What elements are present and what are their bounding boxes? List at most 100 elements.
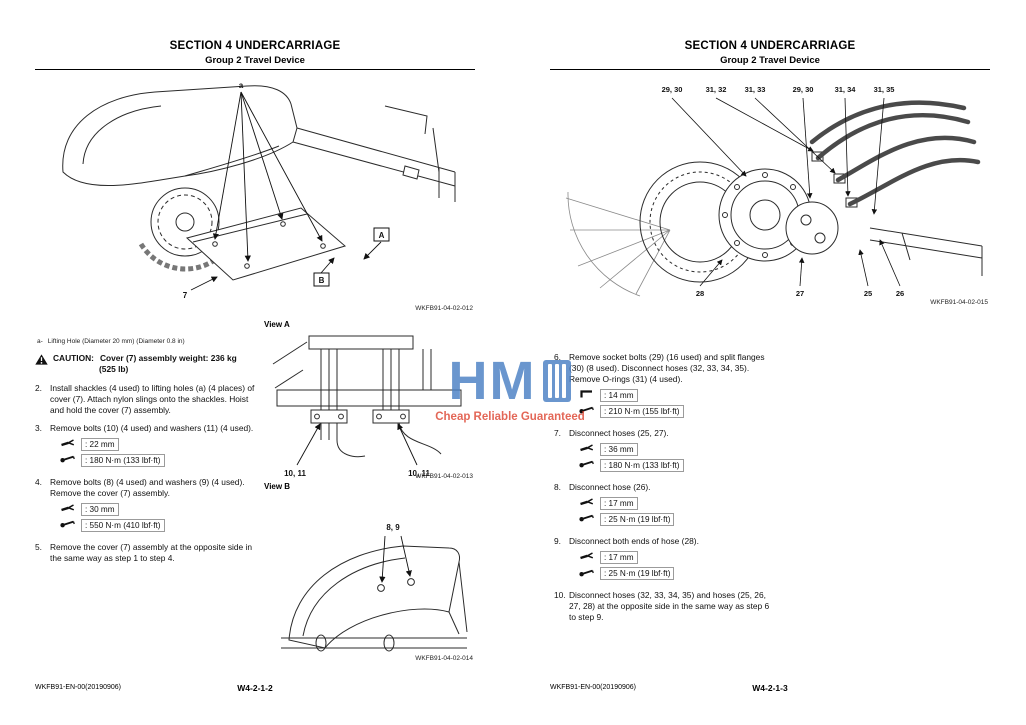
spec-line: : 14 mm [579,388,776,402]
open-end-wrench-icon [579,443,595,455]
figure-id: WKFB91-04-02-012 [415,305,473,312]
spec-value: : 36 mm [600,442,638,456]
step-10: 10. Disconnect hoses (32, 33, 34, 35) an… [554,590,776,623]
procedure-column: CAUTION: Cover (7) assembly weight: 236 k… [35,353,261,570]
figure-id: WKFB91-04-02-014 [415,655,473,662]
caution-note: CAUTION: Cover (7) assembly weight: 236 k… [35,353,261,375]
figure-id: WKFB91-04-02-015 [930,299,988,306]
step-number: 8. [554,481,561,492]
spec-value: : 210 N·m (155 lbf·ft) [600,404,684,418]
caution-line2: (525 lb) [99,363,129,374]
spec-line: : 22 mm [60,437,261,451]
callout-10-11-left: 10, 11 [284,469,306,478]
callout-view-b-marker: B [319,276,325,285]
callout-8-9: 8, 9 [386,523,400,532]
figure-id: WKFB91-04-02-013 [415,473,473,480]
step-text: Remove bolts (10) (4 used) and washers (… [50,422,254,433]
figure-view-b: 8, 9 WKFB91-04-02-014 [263,492,475,662]
caution-text: CAUTION: Cover (7) assembly weight: 236 k… [53,353,237,375]
page-footer: WKFB91-EN-00(20190906) W4-2-1-3 [550,683,990,693]
step-text: Remove the cover (7) assembly at the opp… [50,541,253,563]
callout-31-35: 31, 35 [874,85,895,94]
open-end-wrench-icon [579,497,595,509]
spec-line: : 180 N·m (133 lbf·ft) [579,458,776,472]
step-number: 4. [35,476,42,487]
spec-value: : 17 mm [600,550,638,564]
callout-28: 28 [696,289,704,298]
step-text: Disconnect hoses (25, 27). [569,427,669,438]
step-text: Disconnect both ends of hose (28). [569,535,699,546]
spec-list: : 17 mm : 25 N·m (19 lbf·ft) [579,496,776,526]
travel-device-drawing: 29, 30 31, 32 31, 33 29, 30 31, 34 31, 3… [565,85,983,298]
step-9: 9. Disconnect both ends of hose (28). : … [554,536,776,583]
page-number: W4-2-1-2 [237,683,273,693]
callout-10-11-right: 10, 11 [408,469,430,478]
spec-list: : 36 mm : 180 N·m (133 lbf·ft) [579,442,776,472]
spec-value: : 25 N·m (19 lbf·ft) [600,512,675,526]
hex-key-icon [579,389,595,401]
spec-value: : 30 mm [81,502,119,516]
callout-view-a-marker: A [379,231,385,240]
figure-travel-device: 29, 30 31, 32 31, 33 29, 30 31, 34 31, 3… [550,80,990,306]
spec-list: : 30 mm : 550 N·m (410 lbf·ft) [60,502,261,532]
caution-label: CAUTION: [53,353,94,363]
step-number: 9. [554,535,561,546]
callout-26: 26 [896,289,904,298]
torque-wrench-icon [579,405,595,417]
step-2: 2. Install shackles (4 used) to lifting … [35,383,261,416]
callout-31-34: 31, 34 [835,85,857,94]
open-end-wrench-icon [579,551,595,563]
page-footer: WKFB91-EN-00(20190906) W4-2-1-2 [35,683,475,693]
spec-line: : 17 mm [579,496,776,510]
open-end-wrench-icon [60,503,76,515]
spec-line: : 210 N·m (155 lbf·ft) [579,404,776,418]
spec-list: : 17 mm : 25 N·m (19 lbf·ft) [579,550,776,581]
open-end-wrench-icon [60,438,76,450]
callout-31-33: 31, 33 [745,85,766,94]
view-b-label: View B [264,482,291,491]
torque-wrench-icon [579,513,595,525]
step-number: 2. [35,382,42,393]
page-left: SECTION 4 UNDERCARRIAGE Group 2 Travel D… [35,40,475,700]
page-number: W4-2-1-3 [752,683,788,693]
torque-wrench-icon [579,568,595,580]
spec-line: : 25 N·m (19 lbf·ft) [579,512,776,526]
group-title: Group 2 Travel Device [720,55,820,66]
section-title: SECTION 4 UNDERCARRIAGE [169,40,341,52]
spec-line: : 180 N·m (133 lbf·ft) [60,453,261,467]
step-8: 8. Disconnect hose (26). : 17 mm : 25 N·… [554,482,776,529]
spec-value: : 180 N·m (133 lbf·ft) [600,458,684,472]
spec-list: : 14 mm : 210 N·m (155 lbf·ft) [579,388,776,418]
document-code: WKFB91-EN-00(20190906) [35,684,121,691]
spec-value: : 14 mm [600,388,638,402]
step-number: 6. [554,352,561,362]
legend-key: a- [37,338,43,345]
callout-27: 27 [796,289,804,298]
callout-a: a [239,81,244,90]
step-3: 3. Remove bolts (10) (4 used) and washer… [35,423,261,470]
legend-text: Lifting Hole (Diameter 20 mm) (Diameter … [47,338,185,345]
figure-undercarriage: a 7 A B WKFB91-04-02-012 [35,76,475,312]
spec-value: : 550 N·m (410 lbf·ft) [81,518,165,532]
spec-list: : 22 mm : 180 N·m (133 lbf·ft) [60,437,261,467]
view-b-drawing: 8, 9 [281,523,468,652]
step-text: Install shackles (4 used) to lifting hol… [50,382,255,415]
callout-31-32: 31, 32 [706,85,727,94]
header-rule [35,69,475,70]
spec-value: : 22 mm [81,437,119,451]
spec-value: : 25 N·m (19 lbf·ft) [600,566,675,581]
torque-wrench-icon [579,459,595,471]
procedure-column: 6. Remove socket bolts (29) (16 used) an… [554,352,776,630]
spec-line: : 550 N·m (410 lbf·ft) [60,518,261,532]
undercarriage-drawing: a 7 A B [62,81,456,300]
group-title: Group 2 Travel Device [205,55,305,66]
step-6: 6. Remove socket bolts (29) (16 used) an… [554,352,776,421]
callout-29-30-left: 29, 30 [662,85,683,94]
torque-wrench-icon [60,454,76,466]
step-number: 7. [554,427,561,438]
spec-value: : 180 N·m (133 lbf·ft) [81,453,165,467]
caution-line1: Cover (7) assembly weight: 236 kg [99,353,237,363]
view-a-drawing: 10, 11 10, 11 [272,335,462,478]
page-right: SECTION 4 UNDERCARRIAGE Group 2 Travel D… [550,40,990,700]
step-number: 5. [35,541,42,552]
